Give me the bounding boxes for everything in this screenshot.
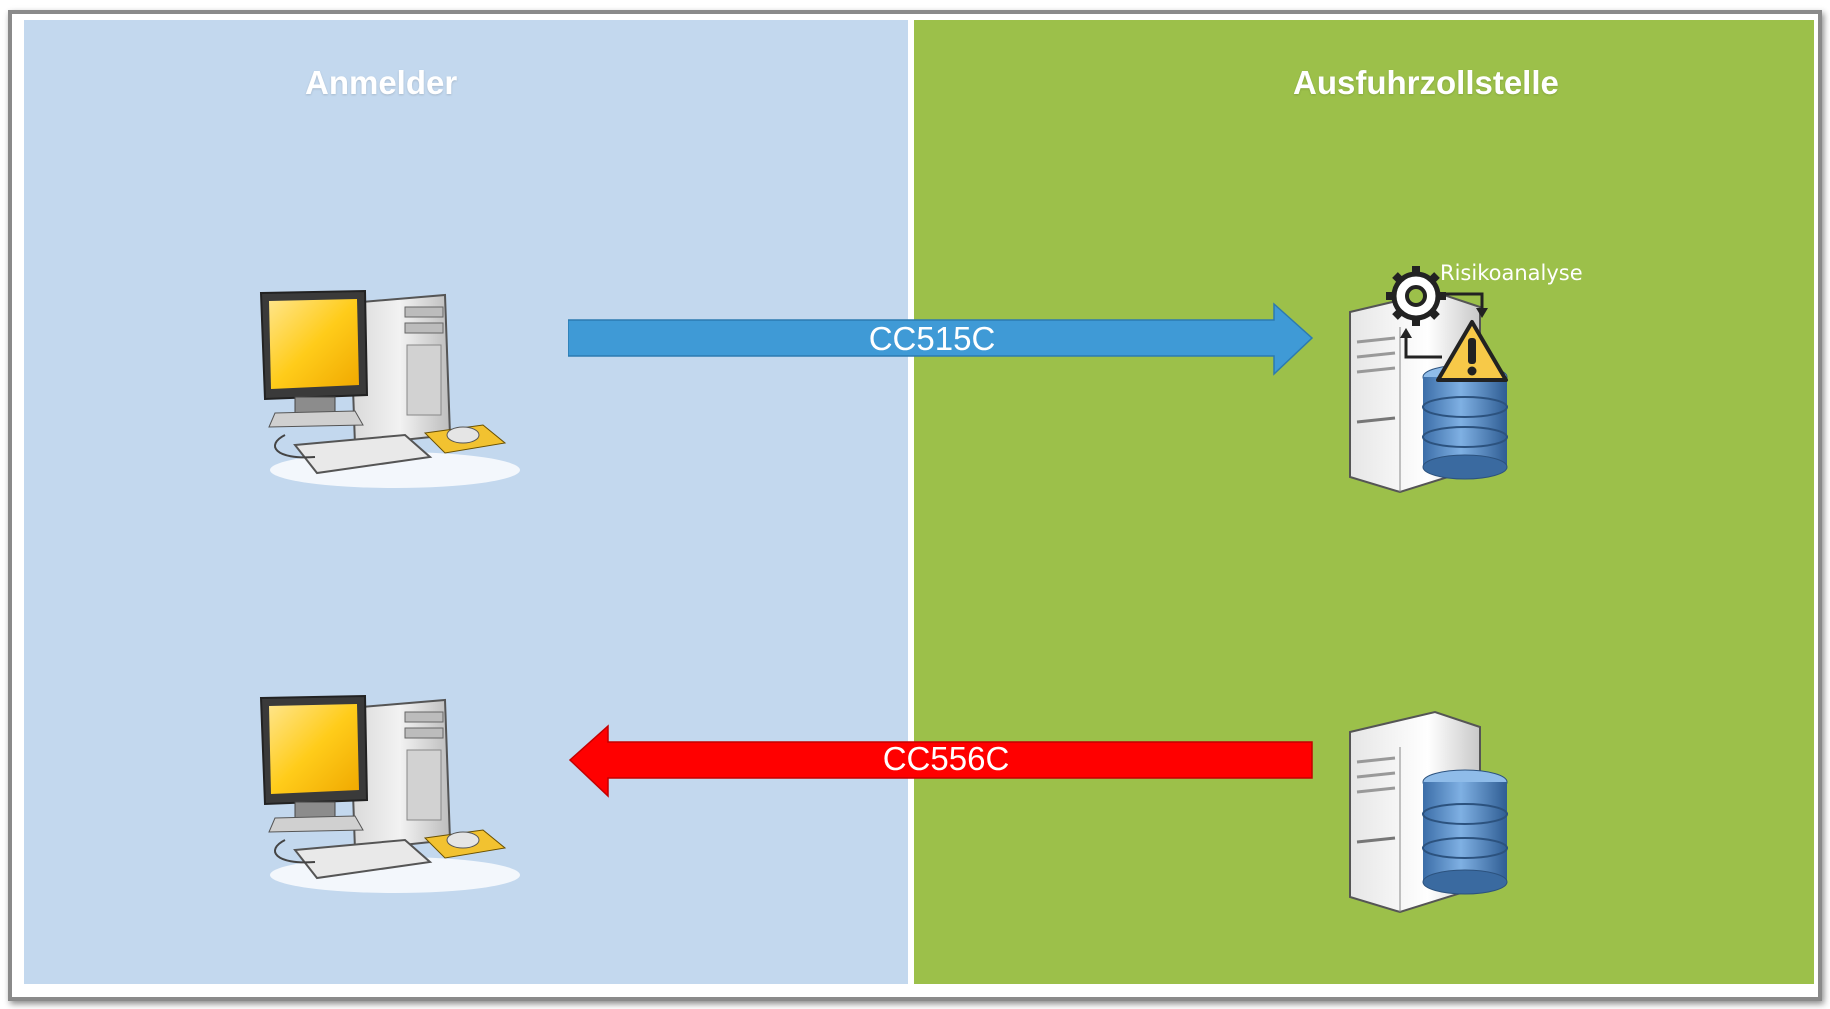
server-database-icon xyxy=(1349,710,1508,914)
message-arrow-cc556c xyxy=(568,724,1313,798)
message-label-cc515c: CC515C xyxy=(868,320,996,357)
risk-analysis-label: Risikoanalyse xyxy=(1440,261,1583,285)
lane-divider xyxy=(908,20,914,984)
desktop-computer-icon xyxy=(259,289,520,488)
lane-title-left: Anmelder xyxy=(305,64,458,101)
server-database-icon xyxy=(1349,290,1508,494)
message-label-cc556c: CC556C xyxy=(882,740,1010,777)
warning-icon xyxy=(1436,320,1508,382)
message-arrow-cc515c xyxy=(568,302,1314,376)
desktop-computer-icon xyxy=(259,694,520,893)
gear-icon xyxy=(1386,266,1488,359)
lane-anmelder xyxy=(24,20,908,984)
lane-title-right: Ausfuhrzollstelle xyxy=(1293,64,1559,101)
